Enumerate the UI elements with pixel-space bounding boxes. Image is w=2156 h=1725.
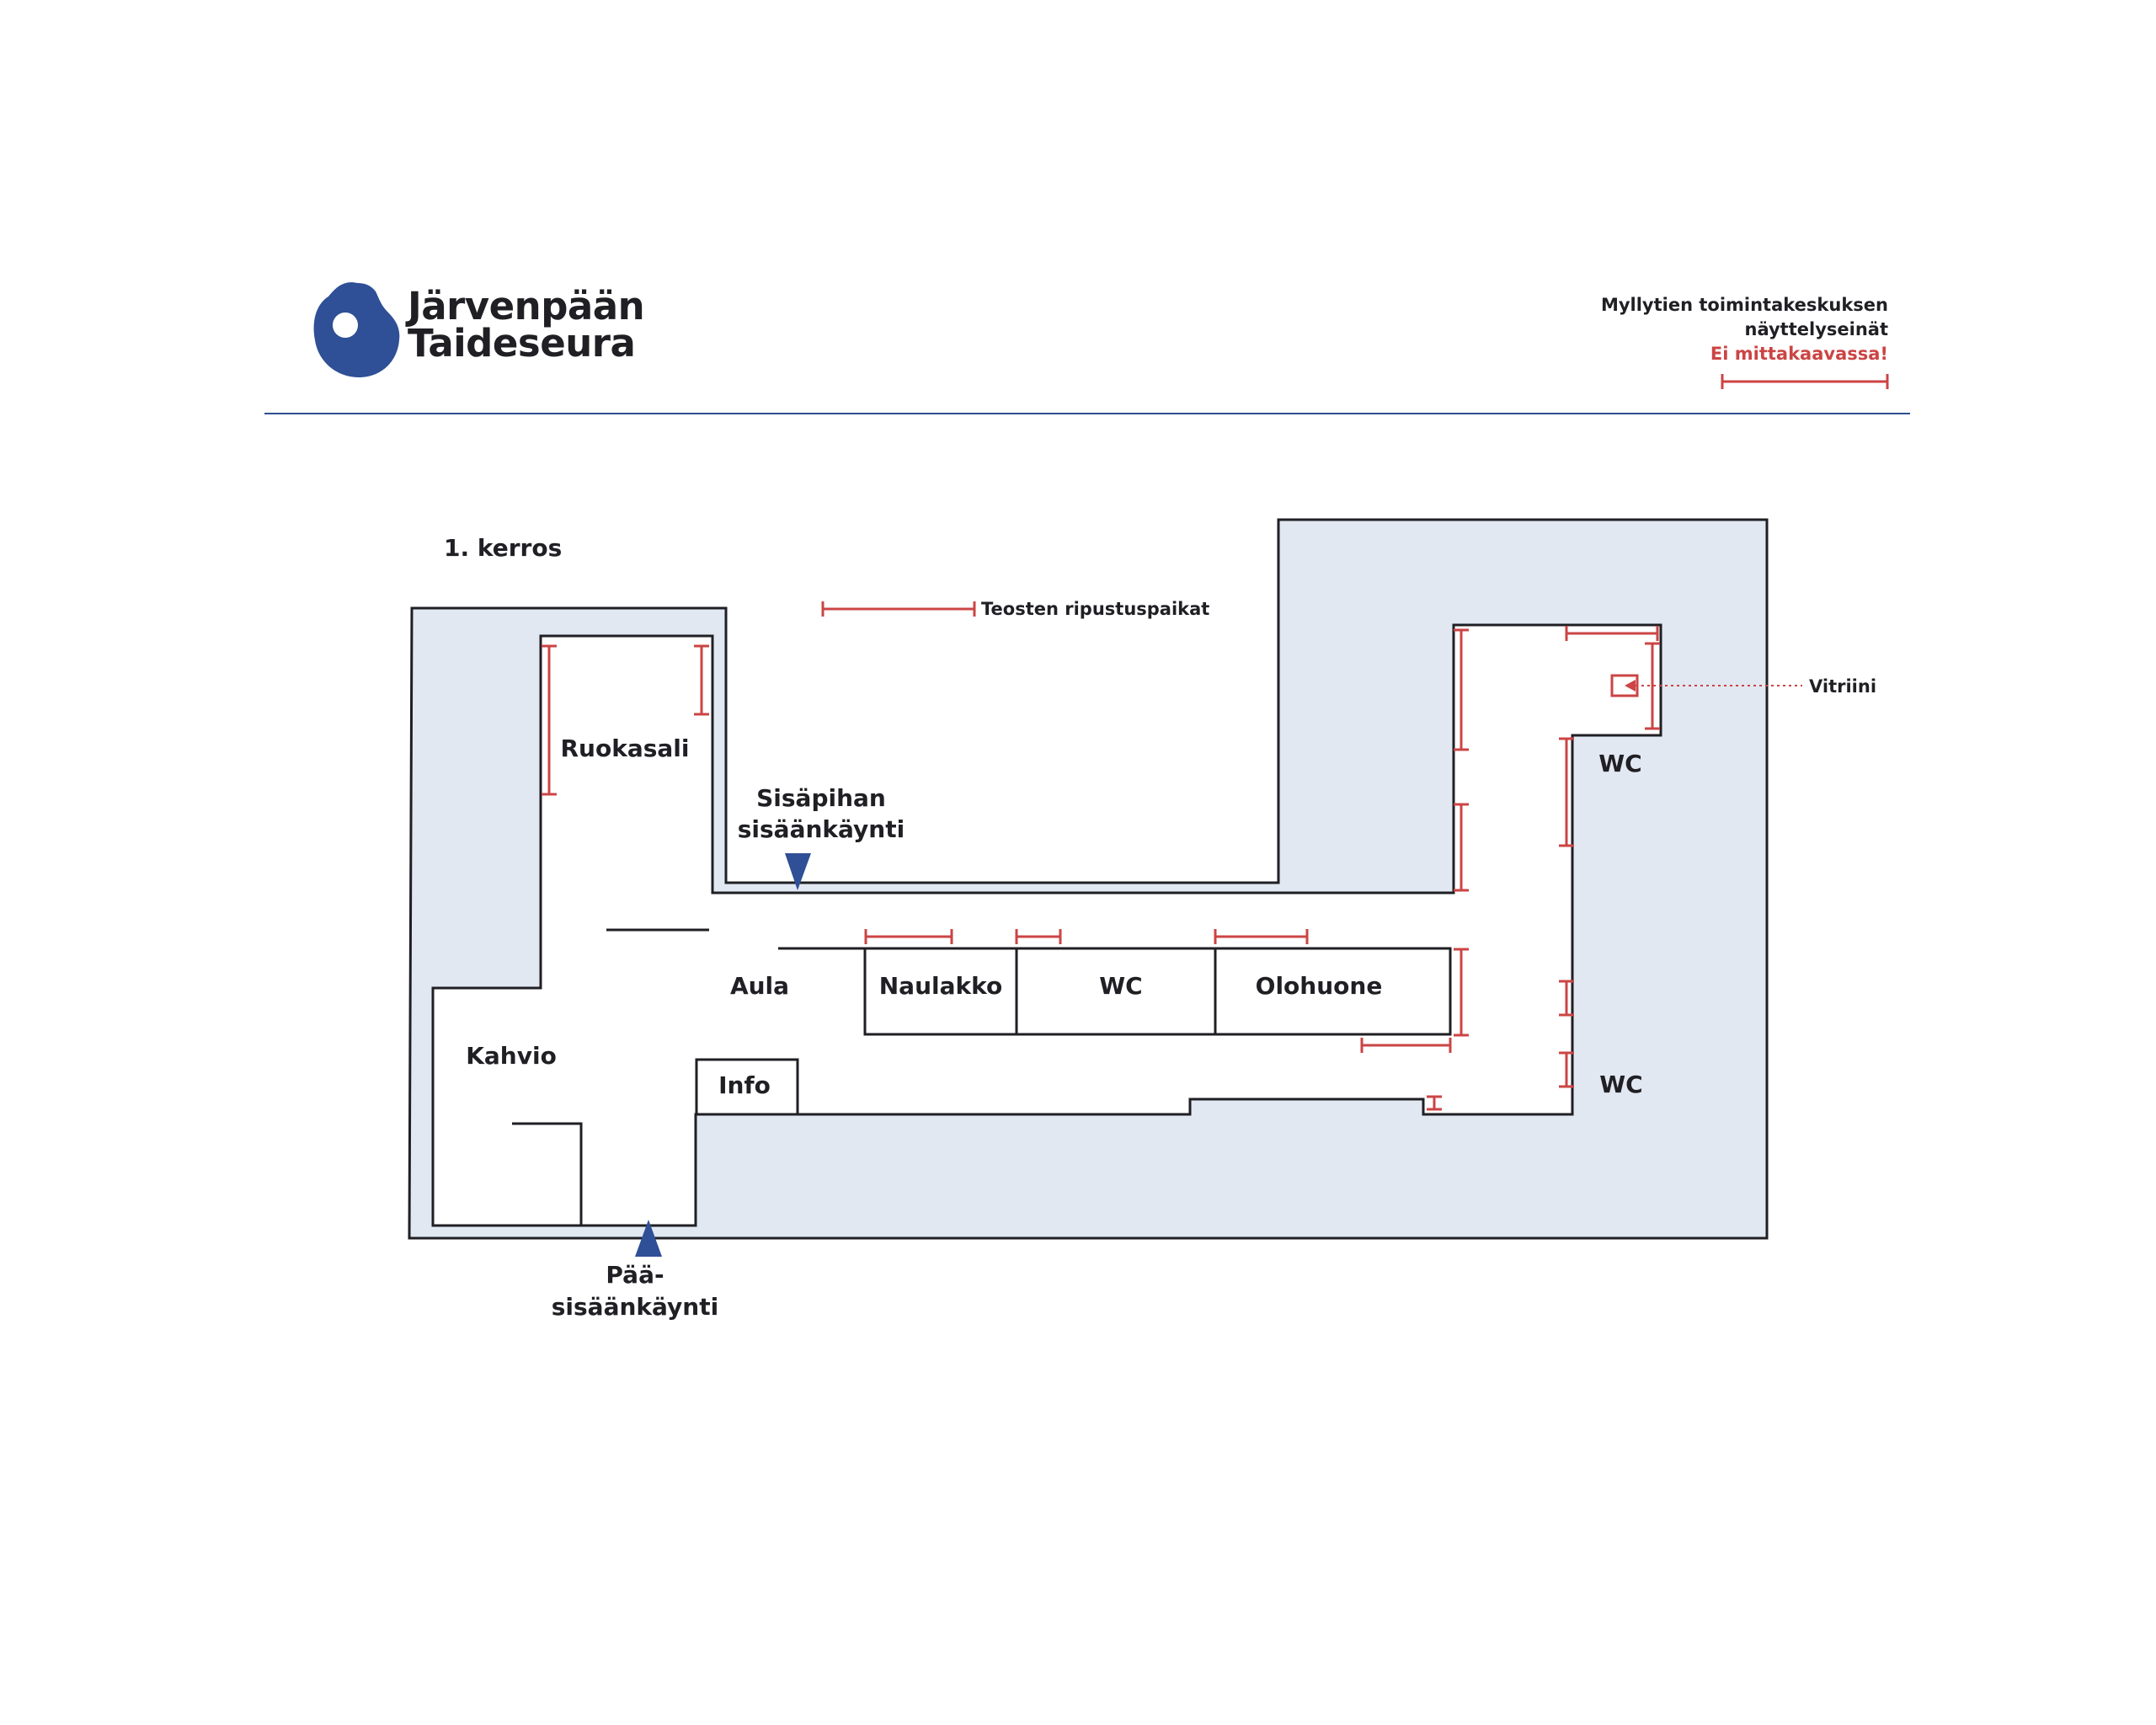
room-info: Info [718, 1071, 771, 1099]
room-ruokasali: Ruokasali [560, 734, 689, 762]
logo-wordmark: Järvenpään Taideseura [408, 284, 645, 366]
logo-line-2: Taideseura [408, 321, 636, 366]
header-title: Myllytien toimintakeskuksen näyttelysein… [1601, 293, 1888, 366]
logo-line-1: Järvenpään [408, 284, 645, 328]
room-kahvio: Kahvio [466, 1042, 557, 1070]
header-title-line-1: Myllytien toimintakeskuksen [1600, 295, 1888, 315]
floor-label: 1. kerros [444, 534, 562, 562]
scale-bar [1721, 374, 1889, 389]
courtyard-entrance-label-line-2: sisäänkäynti [738, 815, 905, 843]
room-wc-top: WC [1598, 750, 1641, 777]
hanging-walls [542, 601, 1660, 1111]
interior-walls [512, 674, 1639, 1226]
room-aula: Aula [730, 972, 789, 1000]
main-entrance-label-line-1: Pää- [606, 1261, 664, 1289]
main-entrance-arrow-icon [635, 1220, 662, 1257]
legend-hanging-label: Teosten ripustuspaikat [981, 599, 1209, 619]
vitrine-label: Vitriini [1809, 676, 1876, 697]
taideseura-logo-icon [313, 282, 400, 377]
scale-note: Ei mittakaavassa! [1710, 344, 1888, 364]
header-divider [264, 413, 1910, 414]
main-entrance-label-line-2: sisäänkäynti [552, 1293, 718, 1321]
room-naulakko: Naulakko [879, 972, 1002, 1000]
courtyard-entrance-label-line-1: Sisäpihan [756, 784, 886, 812]
room-wc-center: WC [1099, 972, 1142, 1000]
room-wc-bottom: WC [1599, 1071, 1642, 1098]
building-outline [408, 518, 1769, 1240]
header-title-line-2: näyttelyseinät [1744, 319, 1888, 339]
room-olohuone: Olohuone [1256, 972, 1383, 1000]
courtyard-entrance-arrow-icon [785, 853, 811, 890]
vitrine-pointer [1625, 680, 1802, 692]
